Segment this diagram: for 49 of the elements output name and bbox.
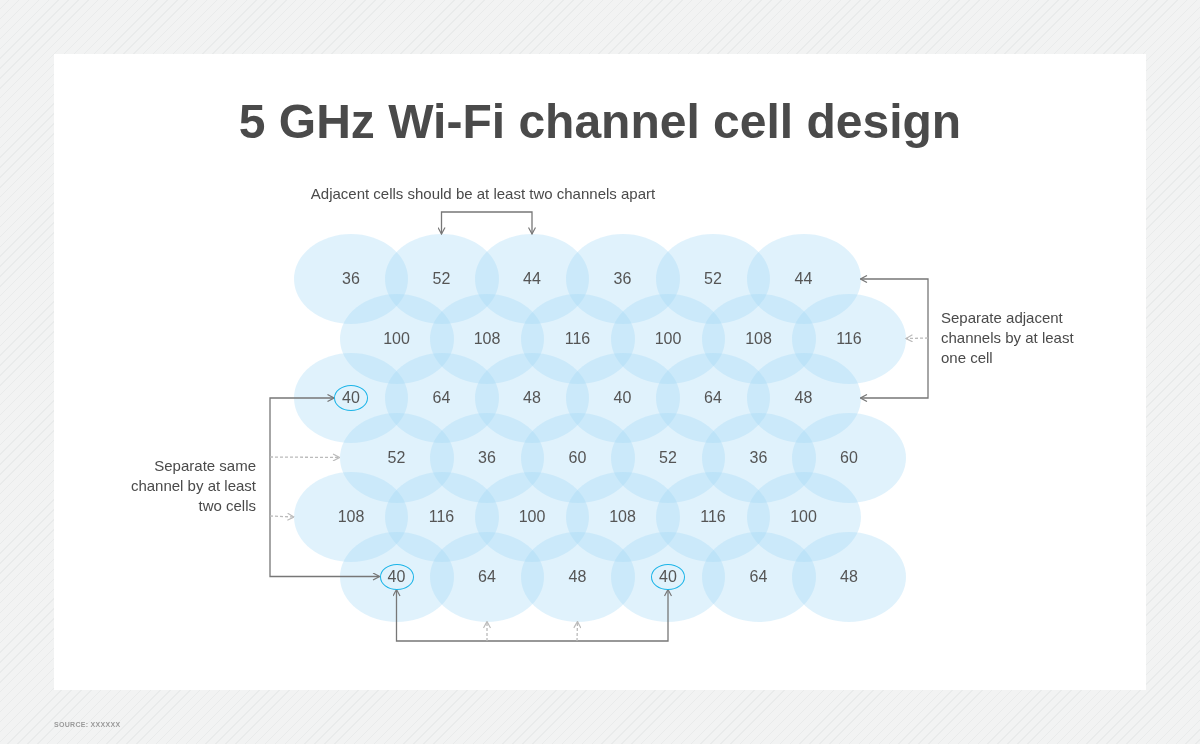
channel-number: 116 — [700, 508, 726, 526]
channel-number: 60 — [840, 448, 858, 467]
channel-number: 36 — [478, 448, 496, 467]
channel-number: 40 — [342, 389, 360, 407]
channel-number: 48 — [523, 389, 541, 407]
pointer-arrow — [905, 334, 929, 343]
channel-number: 64 — [432, 389, 451, 407]
channel-number: 36 — [613, 270, 632, 288]
channel-number: 108 — [337, 508, 365, 526]
channel-number: 40 — [387, 567, 406, 586]
channel-number: 100 — [654, 329, 682, 348]
channel-number: 108 — [473, 329, 501, 348]
channel-number: 64 — [704, 389, 722, 407]
annotation-text: Separate adjacent channels by at least one cell — [941, 308, 1075, 368]
bracket-arrow — [859, 274, 929, 403]
channel-number: 108 — [745, 329, 772, 348]
channel-number: 44 — [794, 270, 813, 288]
channel-number: 116 — [428, 508, 455, 526]
channel-number: 108 — [609, 508, 636, 526]
annotation-text: Adjacent cells should be at least two channels apart — [309, 184, 657, 204]
channel-number: 36 — [749, 448, 768, 467]
channel-number: 100 — [383, 329, 410, 348]
channel-number: 100 — [790, 508, 817, 526]
channel-number: 64 — [749, 567, 768, 586]
bracket-arrow — [437, 211, 537, 235]
bracket-arrow — [269, 393, 381, 581]
channel-number: 44 — [523, 270, 541, 288]
channel-number: 116 — [564, 329, 591, 348]
channel-number: 52 — [432, 270, 451, 288]
channel-number: 36 — [342, 270, 360, 288]
channel-number: 40 — [613, 389, 632, 407]
channel-number: 52 — [659, 448, 677, 467]
channel-number: 52 — [704, 270, 722, 288]
bracket-arrow — [392, 588, 673, 642]
annotation-text: Separate same channel by at least two cells — [129, 456, 256, 516]
channel-number: 116 — [836, 329, 862, 348]
channel-number: 52 — [387, 448, 406, 467]
channel-number: 40 — [659, 567, 677, 586]
channel-number: 48 — [794, 389, 813, 407]
pointer-arrow — [269, 453, 341, 462]
channel-number: 60 — [568, 448, 587, 467]
channel-number: 100 — [518, 508, 546, 526]
channel-number: 64 — [478, 567, 496, 586]
pointer-arrow — [482, 620, 492, 642]
pointer-arrow — [269, 512, 295, 521]
channel-number: 48 — [840, 567, 858, 586]
title: 5 GHz Wi-Fi channel cell design — [237, 94, 963, 150]
channel-number: 48 — [568, 567, 587, 586]
pointer-arrow — [573, 620, 582, 642]
